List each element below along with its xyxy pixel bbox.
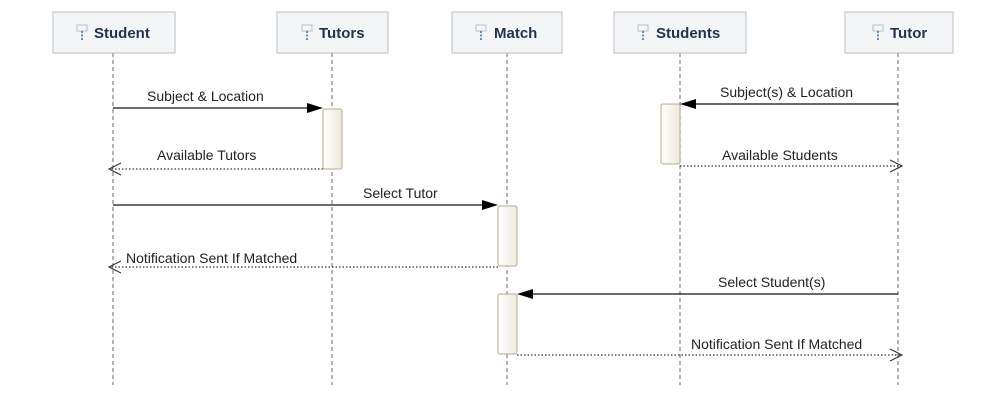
activation-tutors: [322, 108, 343, 170]
lifeline-icon: [475, 24, 487, 40]
lifeline-icon: [76, 24, 88, 40]
message-subjects-location: Subject(s) & Location: [680, 84, 898, 109]
activation-match-1: [497, 205, 518, 267]
participant-tutors[interactable]: Tutors: [276, 11, 389, 54]
message-label: Select Tutor: [363, 185, 438, 201]
participant-student[interactable]: Student: [52, 11, 176, 54]
message-subject-location: Subject & Location: [113, 88, 323, 113]
open-arrowhead-icon: [889, 159, 904, 173]
participant-label: Tutors: [319, 25, 365, 42]
message-available-tutors: Available Tutors: [107, 147, 323, 176]
participant-match[interactable]: Match: [451, 11, 563, 54]
message-label: Select Student(s): [718, 274, 825, 290]
open-arrowhead-icon: [889, 348, 904, 362]
arrowhead-icon: [307, 103, 323, 113]
lifeline-icon: [872, 24, 884, 40]
open-arrowhead-icon: [107, 260, 122, 274]
message-label: Notification Sent If Matched: [691, 336, 862, 352]
participant-tutor[interactable]: Tutor: [844, 11, 954, 54]
message-label: Notification Sent If Matched: [126, 250, 297, 266]
activations: [322, 103, 681, 355]
message-label: Subject(s) & Location: [720, 84, 853, 100]
message-notification-student: Notification Sent If Matched: [107, 250, 498, 274]
message-select-students: Select Student(s): [517, 274, 898, 299]
message-label: Available Tutors: [157, 147, 256, 163]
open-arrowhead-icon: [107, 162, 122, 176]
lifeline-icon: [301, 24, 313, 40]
message-available-students: Available Students: [680, 147, 904, 173]
arrowhead-icon: [482, 200, 498, 210]
message-select-tutor: Select Tutor: [113, 185, 498, 210]
activation-students: [660, 103, 681, 165]
arrowhead-icon: [680, 99, 696, 109]
participant-label: Students: [656, 25, 720, 42]
participant-label: Tutor: [890, 25, 927, 42]
message-label: Subject & Location: [147, 88, 264, 104]
participant-students[interactable]: Students: [613, 11, 747, 54]
message-label: Available Students: [722, 147, 838, 163]
message-notification-tutor: Notification Sent If Matched: [517, 336, 904, 362]
lifeline-icon: [637, 24, 649, 40]
arrowhead-icon: [517, 289, 533, 299]
participant-label: Match: [494, 25, 537, 42]
activation-match-2: [497, 293, 518, 355]
participant-label: Student: [94, 25, 150, 42]
